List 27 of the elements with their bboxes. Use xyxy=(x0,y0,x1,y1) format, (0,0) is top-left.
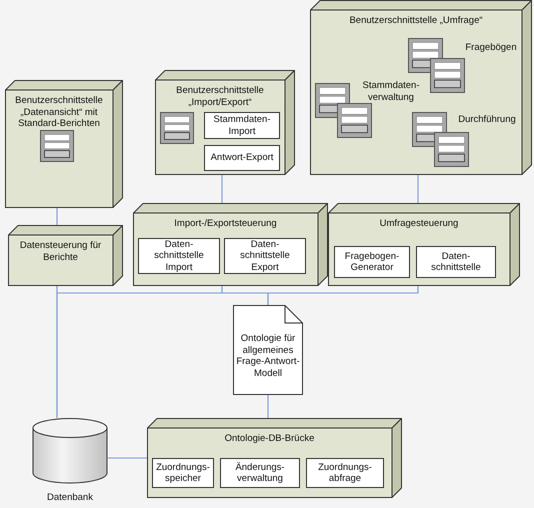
box-title: Benutzerschnittstelle „Umfrage“ xyxy=(348,15,484,26)
connector-line xyxy=(108,457,147,459)
connector-line xyxy=(267,395,269,418)
icon-caption: Fragebögen xyxy=(462,42,520,54)
subcomponent-box: Zuordnungs- abfrage xyxy=(306,458,384,488)
connector-line xyxy=(56,208,58,225)
database-label: Datenbank xyxy=(46,492,94,504)
connector-line xyxy=(221,175,223,203)
subcomponent-box: Antwort-Export xyxy=(204,145,280,171)
connector-line xyxy=(56,286,419,418)
subcomponent-box: Zuordnungs- speicher xyxy=(152,458,214,488)
subcomponent-box: Daten- schnittstelle Export xyxy=(224,238,306,274)
box-title: Benutzerschnittstelle „Datenansicht“ mit Standard-Berichten xyxy=(14,95,104,130)
connector-line xyxy=(417,175,419,203)
box-title: Benutzerschnittstelle „Import/Export“ xyxy=(175,85,265,108)
box-title: Ontologie-DB-Brücke xyxy=(224,433,316,444)
subcomponent-box: Daten- schnittstelle Import xyxy=(138,238,220,274)
subcomponent-box: Daten- schnittstelle xyxy=(416,246,496,278)
subcomponent-box: Stammdaten-Import xyxy=(204,112,280,139)
subcomponent-box: Fragebogen- Generator xyxy=(334,246,410,278)
icon-caption: Durchführung xyxy=(455,114,519,126)
box-title: Import-/Exportsteuerung xyxy=(173,218,278,230)
box-title: Datensteuerung für Berichte xyxy=(18,240,102,263)
subcomponent-box: Änderungs- verwaltung xyxy=(220,458,300,488)
box-title: Umfragesteuerung xyxy=(378,218,460,230)
icon-caption: Stammdaten- verwaltung xyxy=(355,80,427,103)
document-text: Ontologie für allgemeines Frage-Antwort- Modell xyxy=(236,333,300,379)
